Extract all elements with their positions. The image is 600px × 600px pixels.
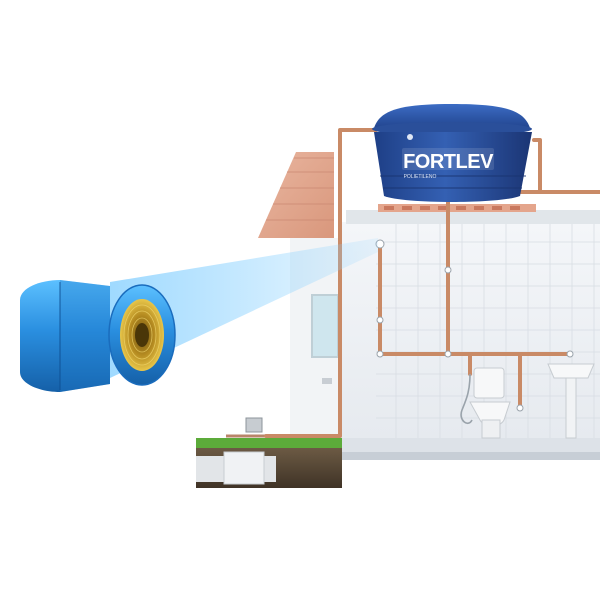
ceiling-slab	[346, 210, 600, 224]
toilet	[469, 367, 511, 439]
hand-shower-hose	[460, 373, 473, 425]
grass	[196, 438, 342, 448]
tank-lid	[374, 104, 530, 128]
water-meter	[245, 417, 263, 433]
tank-brand-logo: FORTLEV	[403, 151, 494, 173]
roof	[258, 152, 334, 238]
highlight-beam	[110, 238, 378, 378]
pvc-adapter-fitting	[20, 280, 176, 392]
sink	[547, 363, 595, 439]
main-building	[340, 204, 600, 460]
ground	[196, 417, 342, 488]
small-tap	[322, 378, 332, 384]
window	[311, 294, 339, 358]
tank-sublabel: POLIETILENO	[404, 174, 437, 180]
tank-body	[374, 132, 532, 202]
water-tank: FORTLEV POLIETILENO	[372, 104, 532, 202]
